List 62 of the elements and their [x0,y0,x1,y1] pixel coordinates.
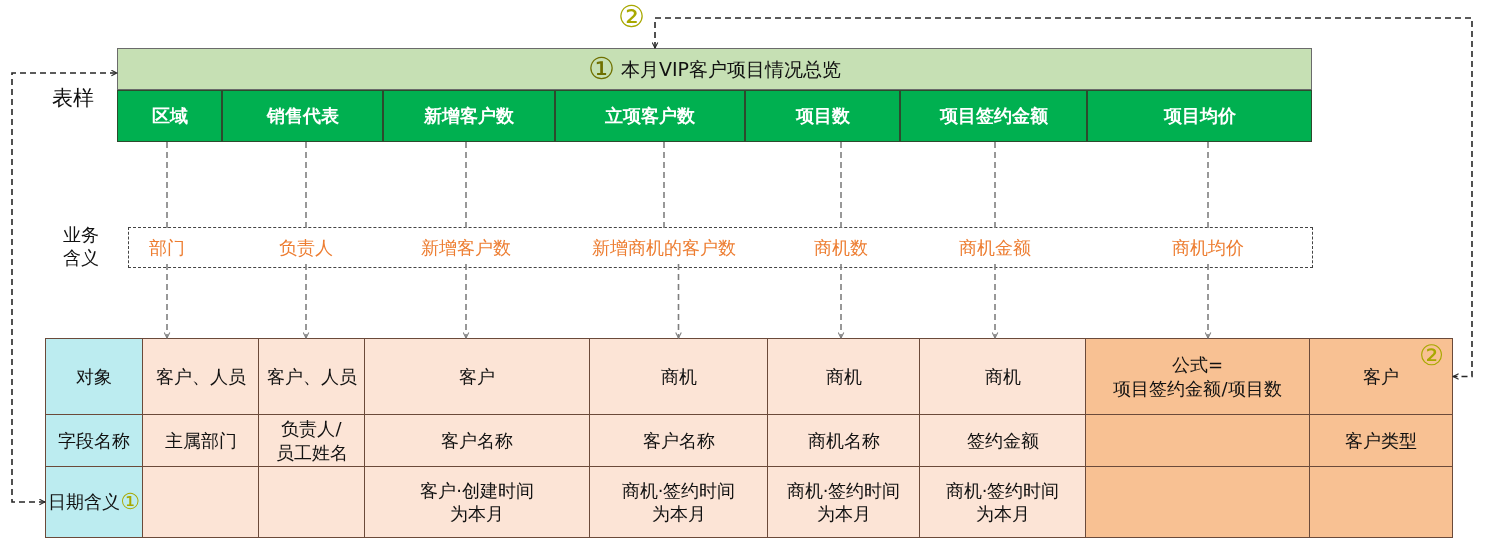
table-cell [1085,338,1310,415]
table-cell [1085,466,1310,538]
dashed-arrow [1204,263,1212,339]
dashed-arrow [11,69,118,506]
table-cell [142,466,259,538]
row-header-cell [45,466,143,538]
dashed-arrow [163,263,171,339]
side-label: 表样 [52,85,94,112]
table-cell: 客户、人员 [258,338,365,415]
cell-text: 项目签约金额/项目数 [1113,376,1282,400]
table-cell [1309,338,1453,415]
meaning-text: 部门 [137,232,197,264]
panel-heading: 业务含义 [62,224,100,269]
meaning-text: 新增商机的客户数 [569,232,759,264]
cell-text: 客户 [1363,364,1399,389]
table-cell: 签约金额 [919,414,1086,467]
table-cell: 负责人/员工姓名 [258,414,365,467]
circled-number: ① [588,54,615,84]
table-cell: 商机 [767,338,920,415]
circled-number: ② [618,2,645,32]
dashed-arrow [991,263,999,339]
table-cell: 客户名称 [364,414,590,467]
circled-number: ② [1418,342,1444,370]
table-cell: 商机 [919,338,1086,415]
meaning-text: 新增客户数 [401,232,531,264]
column-header: 项目签约金额 [900,90,1087,142]
table-cell: 客户 [364,338,590,415]
table-cell: 客户·创建时间为本月 [364,466,590,538]
cell-text: 日期含义 [48,490,121,514]
dashed-arrow [837,263,845,339]
dashed-arrow [302,263,310,339]
meaning-text: 商机均价 [1158,232,1258,264]
dashed-arrow [462,263,470,339]
column-header: 新增客户数 [383,90,555,142]
column-header: 立项客户数 [555,90,745,142]
dashed-arrow [675,263,682,339]
row-header-cell: 对象 [45,338,143,415]
table-cell: 商机·签约时间为本月 [767,466,920,538]
table-cell: 商机·签约时间为本月 [589,466,768,538]
column-header: 项目数 [745,90,900,142]
table-cell: 商机名称 [767,414,920,467]
row-header-cell: 字段名称 [45,414,143,467]
table-cell: 客户名称 [589,414,768,467]
table-cell: 客户、人员 [142,338,259,415]
cell-text: 公式= [1171,353,1224,377]
meaning-text: 负责人 [266,232,346,264]
table-cell: 商机 [589,338,768,415]
table-cell: 主属部门 [142,414,259,467]
meaning-text: 商机金额 [945,232,1045,264]
table-cell [258,466,365,538]
meaning-text: 商机数 [801,232,881,264]
circled-number: ① [120,491,140,513]
title-bar [117,48,1312,90]
table-cell: 商机·签约时间为本月 [919,466,1086,538]
column-header: 销售代表 [222,90,383,142]
table-cell [1085,414,1310,467]
column-header: 项目均价 [1087,90,1312,142]
table-cell [1309,466,1453,538]
dashed-arrow [651,17,1473,380]
column-header: 区域 [117,90,222,142]
title-text: 本月VIP客户项目情况总览 [620,56,841,82]
table-cell: 客户类型 [1309,414,1453,467]
